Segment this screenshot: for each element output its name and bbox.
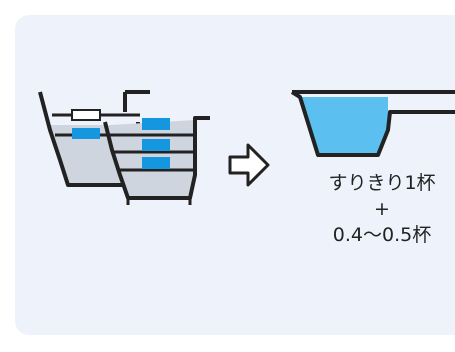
measuring-scoop-icon xyxy=(290,90,455,157)
caption-plus: + xyxy=(374,198,390,220)
outline-right-arrow-icon xyxy=(228,143,270,187)
measurement-caption: すりきり1杯 + 0.4〜0.5杯 xyxy=(282,170,455,248)
caption-line-3: 0.4〜0.5杯 xyxy=(332,224,432,246)
caption-line-1: すりきり1杯 xyxy=(328,172,436,194)
measuring-cup-front-icon xyxy=(103,116,210,205)
